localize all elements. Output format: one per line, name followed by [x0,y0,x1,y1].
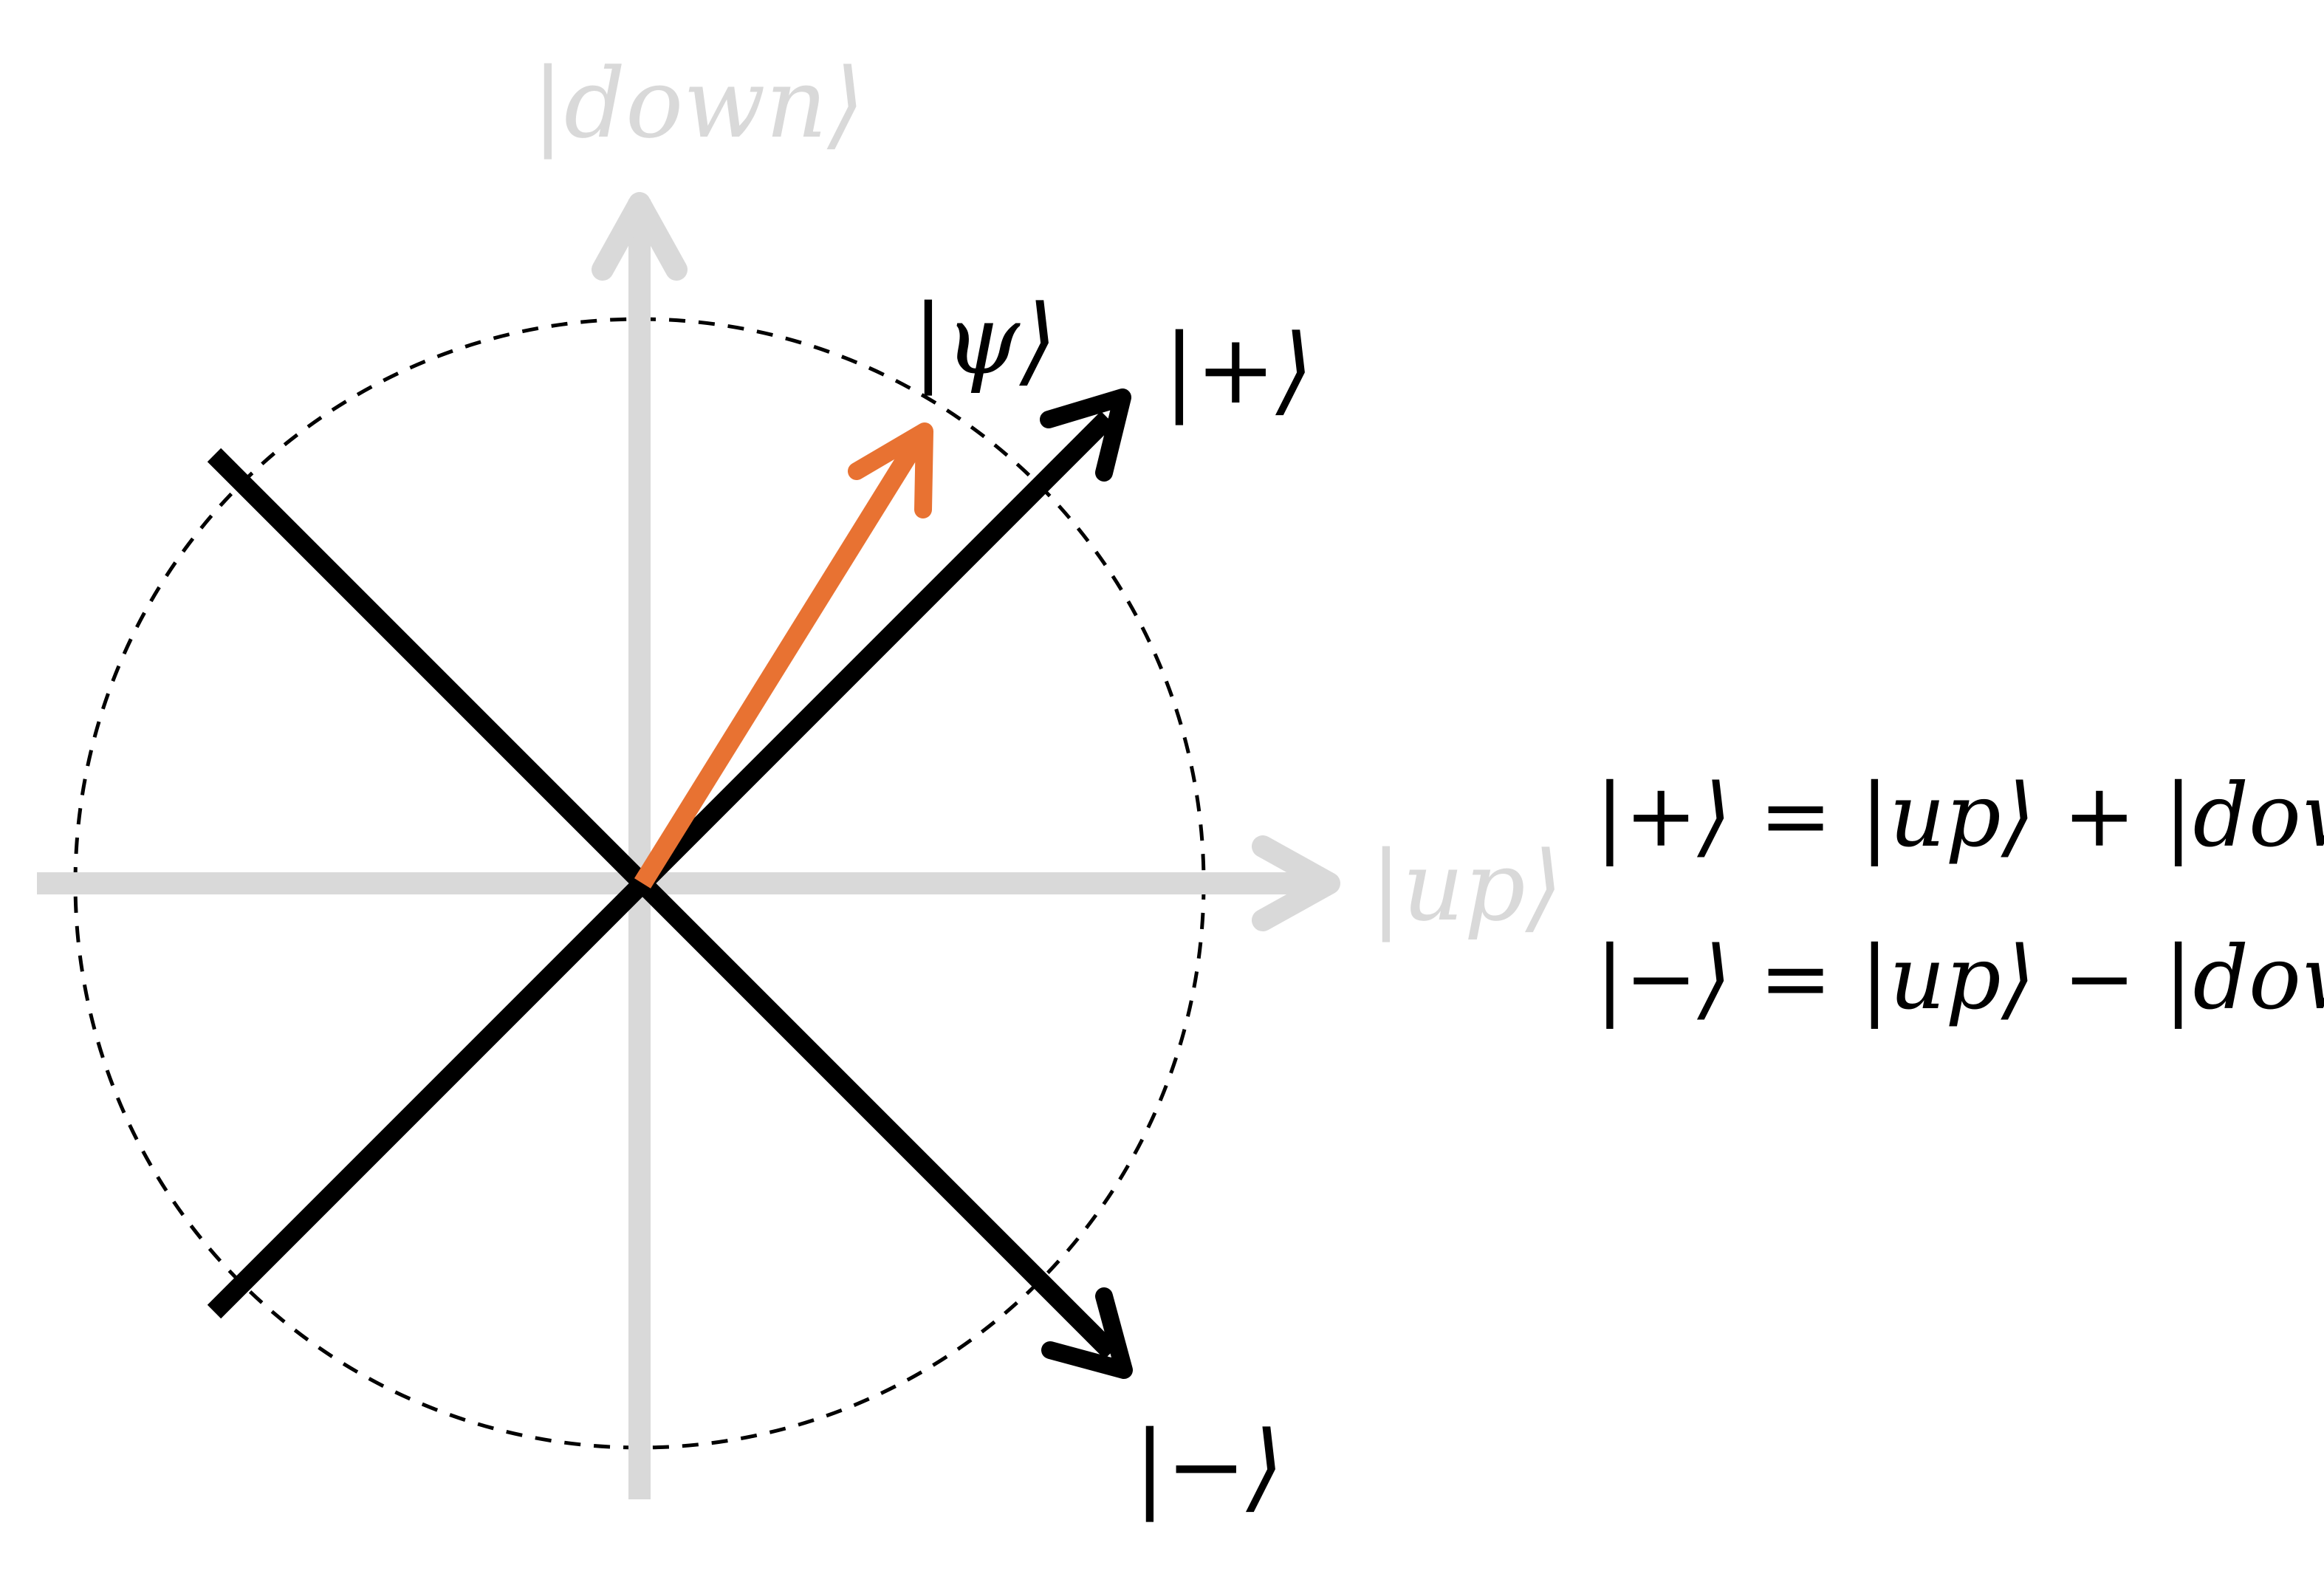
plus-equation: |+⟩ = |up⟩ + |down⟩ [1595,764,2324,866]
minus-equation: |−⟩ = |up⟩ − |down⟩ [1595,927,2324,1029]
psi-arrowhead [848,422,933,518]
plus-label: |+⟩ [1163,313,1313,425]
plus-arrowhead [1040,388,1131,482]
down-axis-arrowhead [592,192,688,281]
up-axis [37,835,1340,931]
psi-state-vector [634,422,933,889]
minus-label: |−⟩ [1134,1410,1283,1522]
up-axis-arrowhead [1252,835,1340,931]
minus-arrowhead [1041,1287,1133,1379]
psi-label: |ψ⟩ [912,284,1057,396]
down-axis-label: |down⟩ [532,47,865,160]
down-axis [592,192,688,1499]
minus-basis-vector [207,448,1133,1379]
up-axis-label: |up⟩ [1370,830,1563,942]
